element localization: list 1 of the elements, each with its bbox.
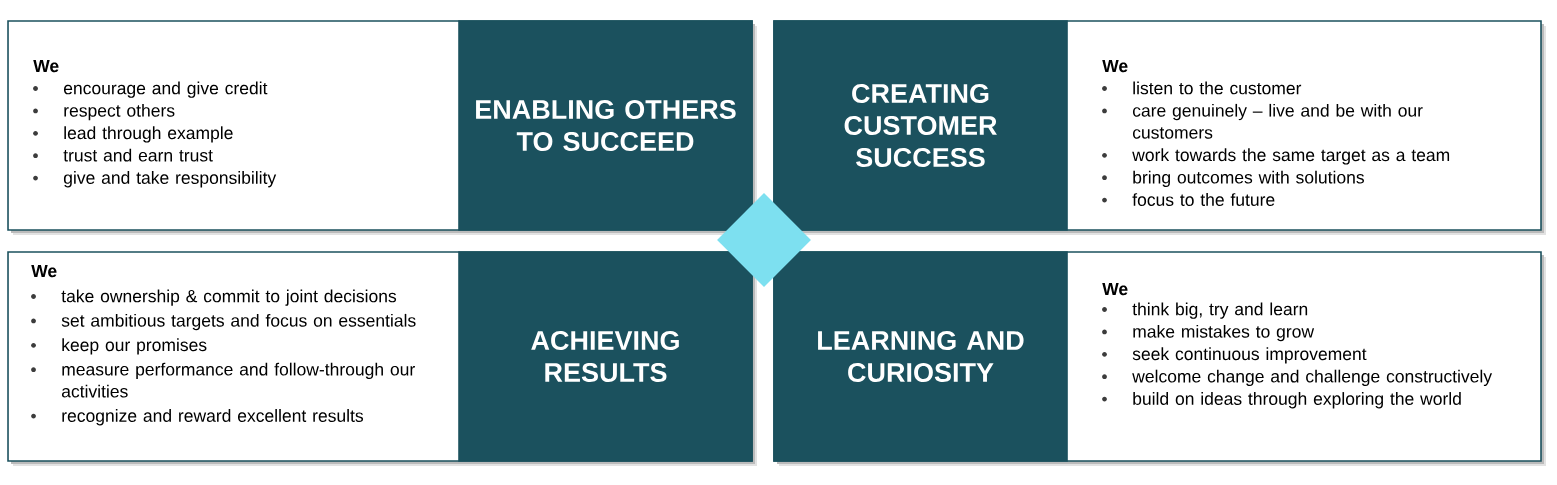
diamond	[717, 193, 811, 287]
